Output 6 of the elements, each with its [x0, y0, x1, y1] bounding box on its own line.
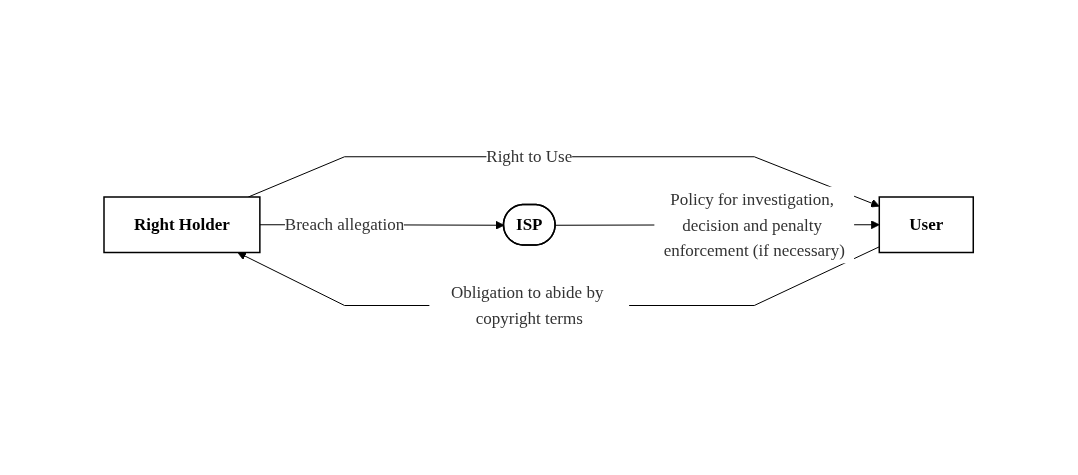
node-box: User	[878, 196, 975, 254]
node-box: Right Holder	[103, 196, 261, 254]
edge-label: Right to Use	[486, 147, 573, 166]
edge-label: Policy for investigation, decision and penalty enforcement (if necessary)	[664, 189, 846, 260]
edge-label: Obligation to abide by copyright terms	[451, 283, 604, 328]
edge-label: Breach allegation	[285, 215, 405, 234]
